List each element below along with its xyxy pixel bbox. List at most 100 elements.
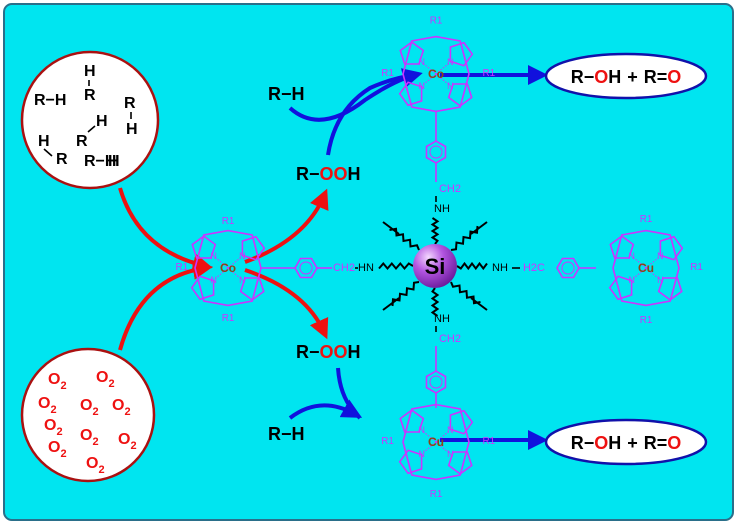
arrow-rh-to-co [118, 187, 213, 273]
svg-text:R−OOH: R−OOH [296, 342, 361, 362]
porph-top-macrocycle [402, 35, 470, 113]
top-prod-r1: R− [571, 67, 595, 87]
porph-bottom-n-1: N [419, 425, 425, 435]
linker-nh-right: NH [492, 262, 508, 274]
o2-molecule-6: O2 [44, 417, 63, 438]
linker-hn-left: HN [358, 262, 374, 274]
product-top: R−OH+R=O [544, 52, 708, 100]
porph-top-n-1: N [419, 57, 425, 67]
porph-bottom-metal: Cu [428, 435, 444, 449]
phenyl-bottom-aromatic [429, 375, 443, 389]
linkers [261, 112, 596, 408]
pool-h-3: H [96, 113, 108, 130]
porph-bottom-macrocycle [402, 403, 470, 481]
porph-right-n-1: N [629, 251, 635, 261]
porph-left-pyrrole-2 [241, 235, 266, 261]
svg-text:R−OOH: R−OOH [296, 164, 361, 184]
porph-bottom-r1-2: R1 [381, 436, 394, 447]
porph-top-pyrrole-2 [449, 41, 474, 67]
o2-molecule-4: O2 [80, 397, 99, 418]
bottom-prod-r1: R− [571, 433, 595, 453]
silica-core: Si [378, 217, 488, 317]
tether-end-1 [382, 221, 400, 235]
tether-end-2 [470, 221, 488, 235]
bottom-rooh-h: H [348, 342, 361, 362]
tether-left [378, 261, 414, 271]
phenyl-top-aromatic [429, 145, 443, 159]
top-rh-label: R−H [268, 84, 305, 104]
pool-rh-1: R−H [34, 92, 66, 109]
porph-right-pyrrole-4 [608, 275, 633, 301]
arrow-rh-bottom [288, 399, 363, 420]
porph-right-n-4: N [629, 275, 635, 285]
top-rooh-h: H [348, 164, 361, 184]
porph-left-n-1: N [211, 251, 217, 261]
ch2-left-text: CH2 [333, 262, 355, 274]
porph-left-pyrrole-4 [190, 275, 215, 301]
background-panel [3, 3, 734, 521]
ch2-top: CH2 [439, 183, 461, 195]
porph-left-r1-2: R1 [175, 262, 188, 273]
porph-left-n-4: N [211, 275, 217, 285]
o2-molecule-2: O2 [96, 369, 115, 390]
porph-right-r1-3: R1 [640, 315, 653, 326]
pool-h-1: H [84, 63, 96, 80]
top-rooh-oo: OO [320, 164, 348, 184]
tether-end-4 [382, 297, 400, 311]
linker-nh-top: NH [434, 203, 450, 215]
ch2-left: CH2 [333, 262, 355, 274]
pool-h-4: R [56, 151, 68, 168]
porph-right-pyrrole-1 [609, 235, 635, 259]
porph-bottom-n-2: N [447, 425, 453, 435]
ch2-bottom: CH2 [439, 333, 461, 345]
porph-bottom-pyrrole-1 [399, 409, 425, 433]
porph-bottom-r1-1: R1 [430, 489, 443, 500]
porph-bottom-pyrrole-3 [447, 451, 473, 475]
blue-arrows [288, 65, 548, 450]
tether-bottom [430, 287, 440, 317]
porph-right-n-3: N [657, 275, 663, 285]
porph-right-pyrrole-3 [657, 277, 683, 301]
top-prod-o2: O [667, 67, 681, 87]
o2-molecule-7: O2 [80, 427, 99, 448]
porph-right-pyrrole-2 [659, 235, 684, 261]
porph-left-n-2: N [239, 251, 245, 261]
top-prod-o1: O [594, 67, 608, 87]
phenyl-left-aromatic [299, 261, 313, 275]
pool-r-2: R [124, 95, 136, 112]
bottom-rooh-r: R− [296, 342, 320, 362]
o2-molecule-9: O2 [48, 439, 67, 460]
bottom-prod-r2: R= [644, 433, 668, 453]
porph-bottom-n-3: N [447, 449, 453, 459]
porph-top-pyrrole-4 [398, 81, 423, 107]
porph-right-macrocycle [612, 229, 680, 307]
svg-text:CH2: CH2 [333, 262, 355, 274]
arrow-rooh-top-up [326, 73, 416, 156]
pool-h-5: H [108, 153, 120, 170]
bottom-prod-o1: O [594, 433, 608, 453]
porph-top-n-4: N [419, 81, 425, 91]
tether-top [430, 217, 440, 245]
porph-left-metal: Co [220, 261, 236, 275]
porph-top-n-3: N [447, 81, 453, 91]
h2c-right-text: H2C [523, 262, 545, 274]
top-prod-plus: + [627, 67, 638, 87]
porph-bottom-n-4: N [419, 449, 425, 459]
porph-top-n-2: N [447, 57, 453, 67]
top-prod-h: H [608, 67, 621, 87]
pool-r-1: R [84, 87, 96, 104]
o2-molecule-10: O2 [86, 455, 105, 476]
top-prod-r2: R= [644, 67, 668, 87]
porph-left-r1-1: R1 [222, 216, 235, 227]
bottom-prod-h: H [608, 433, 621, 453]
arrow-co-to-rooh-bottom [244, 268, 329, 340]
phenyl-right [556, 257, 580, 279]
porph-bottom-r1-3: R1 [482, 436, 495, 447]
porph-top-r1-3: R1 [482, 68, 495, 79]
svg-text:R−OH+R=O: R−OH+R=O [571, 67, 682, 87]
porph-left-r1-3: R1 [222, 313, 235, 324]
porph-bottom-pyrrole-2 [449, 409, 474, 435]
